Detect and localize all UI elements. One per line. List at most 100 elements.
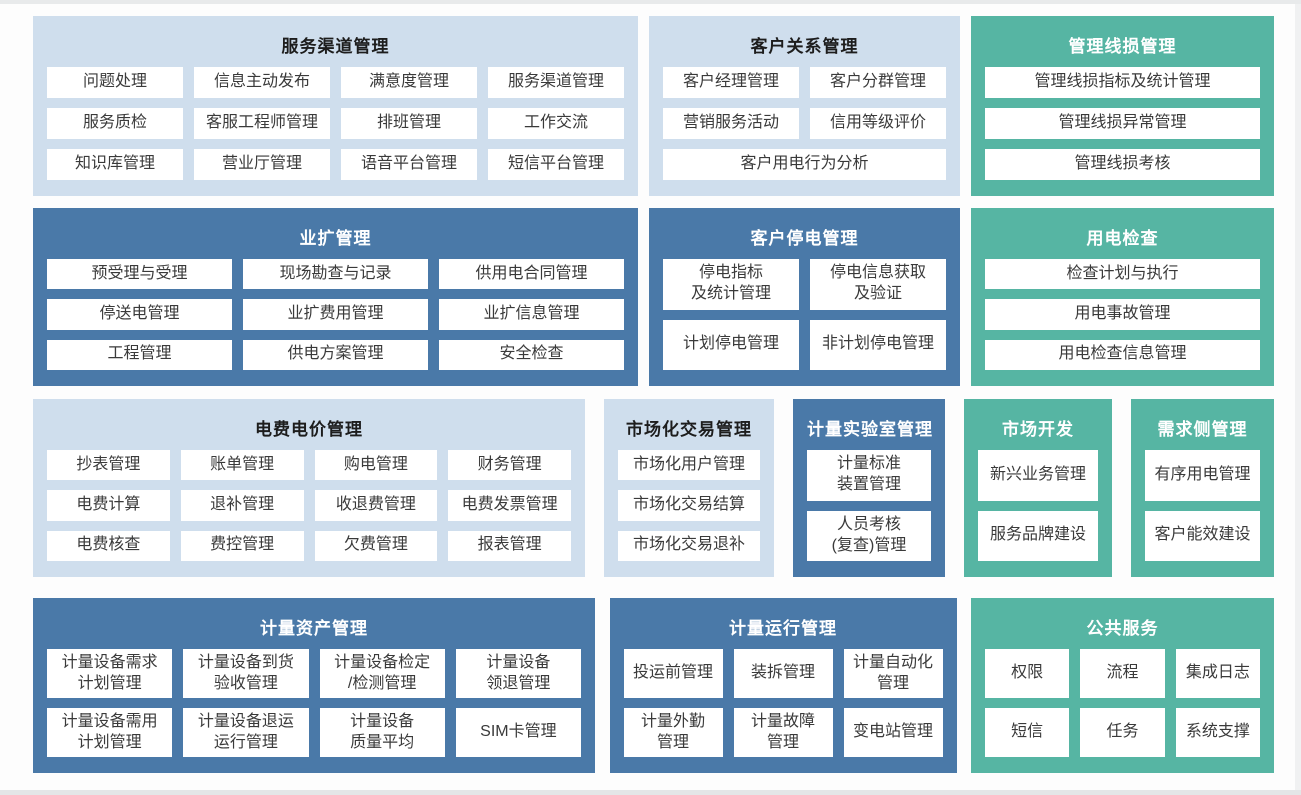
module-item: 客服工程师管理 [194, 108, 330, 139]
block-title: 市场开发 [1002, 420, 1074, 439]
module-item: 客户经理管理 [663, 67, 799, 98]
item-row: 停电指标 及统计管理停电信息获取 及验证 [663, 259, 946, 310]
module-item: 计量设备 领退管理 [455, 649, 581, 698]
module-item: 安全检查 [439, 339, 624, 370]
item-rows: 投运前管理装拆管理计量自动化 管理计量外勤 管理计量故障 管理变电站管理 [623, 649, 943, 757]
block-title: 服务渠道管理 [281, 37, 390, 56]
item-rows: 问题处理信息主动发布满意度管理服务渠道管理服务质检客服工程师管理排班管理工作交流… [47, 67, 624, 180]
item-row: 市场化交易结算 [618, 490, 760, 521]
module-item: 计量外勤 管理 [623, 708, 723, 757]
module-item: 工作交流 [488, 108, 624, 139]
module-item: 计量设备需用 计划管理 [47, 708, 173, 757]
module-item: 计量设备检定 /检测管理 [319, 649, 445, 698]
module-item: 电费核查 [47, 530, 170, 561]
module-item: 财务管理 [448, 450, 571, 481]
module-item: 抄表管理 [47, 450, 170, 481]
item-rows: 市场化用户管理市场化交易结算市场化交易退补 [618, 450, 760, 561]
module-item: 服务质检 [47, 108, 183, 139]
block-electricity-inspection: 用电检查检查计划与执行用电事故管理用电检查信息管理 [971, 208, 1274, 386]
module-item: 短信 [985, 708, 1070, 757]
module-item: 管理线损指标及统计管理 [985, 67, 1260, 98]
block-metering-lab-management: 计量实验室管理计量标准 装置管理人员考核 (复查)管理 [793, 399, 945, 577]
module-item: 营业厅管理 [194, 149, 330, 180]
block-title: 客户关系管理 [750, 37, 859, 56]
item-row: 计划停电管理非计划停电管理 [663, 319, 946, 370]
module-item: 计量设备到货 验收管理 [183, 649, 309, 698]
block-title: 计量实验室管理 [807, 420, 933, 439]
module-item: 系统支撑 [1175, 708, 1260, 757]
module-item: 费控管理 [180, 530, 304, 561]
block-metering-asset-management: 计量资产管理计量设备需求 计划管理计量设备到货 验收管理计量设备检定 /检测管理… [33, 598, 595, 773]
module-item: 用电检查信息管理 [985, 339, 1260, 370]
diagram-row-4: 计量资产管理计量设备需求 计划管理计量设备到货 验收管理计量设备检定 /检测管理… [33, 598, 1274, 773]
block-service-channel-management: 服务渠道管理问题处理信息主动发布满意度管理服务渠道管理服务质检客服工程师管理排班… [33, 16, 638, 196]
item-row: 检查计划与执行 [985, 259, 1260, 290]
module-item: 市场化交易退补 [618, 530, 760, 561]
module-item: 退补管理 [180, 490, 304, 521]
item-row: 新兴业务管理 [978, 450, 1098, 501]
module-item: 计量自动化 管理 [843, 649, 943, 698]
page-right-edge [1295, 4, 1301, 790]
item-rows: 抄表管理账单管理购电管理财务管理电费计算退补管理收退费管理电费发票管理电费核查费… [47, 450, 571, 561]
module-item: 计量设备退运 运行管理 [183, 708, 309, 757]
module-item: 排班管理 [341, 108, 477, 139]
module-item: 信息主动发布 [194, 67, 330, 98]
module-item: 新兴业务管理 [978, 450, 1098, 501]
diagram-row-3: 电费电价管理抄表管理账单管理购电管理财务管理电费计算退补管理收退费管理电费发票管… [33, 399, 1274, 577]
item-row: 客户经理管理客户分群管理 [663, 67, 946, 98]
module-item: 业扩费用管理 [243, 299, 428, 330]
module-item: 停电信息获取 及验证 [810, 259, 946, 310]
block-line-loss-management: 管理线损管理管理线损指标及统计管理管理线损异常管理管理线损考核 [971, 16, 1274, 196]
block-demand-side-management: 需求侧管理有序用电管理客户能效建设 [1131, 399, 1274, 577]
item-row: 市场化交易退补 [618, 530, 760, 561]
module-item: 投运前管理 [623, 649, 723, 698]
block-title: 计量资产管理 [260, 619, 368, 638]
item-rows: 停电指标 及统计管理停电信息获取 及验证计划停电管理非计划停电管理 [663, 259, 946, 370]
module-item: 工程管理 [47, 339, 232, 370]
diagram-row-1: 服务渠道管理问题处理信息主动发布满意度管理服务渠道管理服务质检客服工程师管理排班… [33, 16, 1274, 196]
module-item: 服务渠道管理 [488, 67, 624, 98]
module-item: 权限 [985, 649, 1070, 698]
item-rows: 新兴业务管理服务品牌建设 [978, 450, 1098, 561]
module-item: 知识库管理 [47, 149, 183, 180]
module-item: 业扩信息管理 [439, 299, 624, 330]
item-row: 管理线损异常管理 [985, 108, 1260, 139]
module-item: 客户能效建设 [1145, 510, 1260, 561]
module-item: 语音平台管理 [341, 149, 477, 180]
module-item: 变电站管理 [843, 708, 943, 757]
item-row: 电费核查费控管理欠费管理报表管理 [47, 530, 571, 561]
module-architecture-diagram: 服务渠道管理问题处理信息主动发布满意度管理服务渠道管理服务质检客服工程师管理排班… [33, 16, 1274, 773]
block-title: 电费电价管理 [255, 420, 363, 439]
item-row: 短信任务系统支撑 [985, 708, 1260, 757]
module-item: 满意度管理 [341, 67, 477, 98]
item-row: 客户能效建设 [1145, 510, 1260, 561]
module-item: 营销服务活动 [663, 108, 799, 139]
block-title: 管理线损管理 [1068, 37, 1177, 56]
item-row: 工程管理供电方案管理安全检查 [47, 339, 624, 370]
module-item: 购电管理 [314, 450, 438, 481]
block-title: 需求侧管理 [1157, 420, 1248, 439]
module-item: 现场勘查与记录 [243, 259, 428, 290]
module-item: 服务品牌建设 [978, 510, 1098, 561]
module-item: 报表管理 [448, 530, 571, 561]
module-item: 客户用电行为分析 [663, 149, 946, 180]
item-row: 用电检查信息管理 [985, 339, 1260, 370]
item-row: 服务品牌建设 [978, 510, 1098, 561]
item-row: 服务质检客服工程师管理排班管理工作交流 [47, 108, 624, 139]
item-rows: 计量标准 装置管理人员考核 (复查)管理 [807, 450, 931, 561]
module-item: 计划停电管理 [663, 319, 799, 370]
block-title: 客户停电管理 [750, 229, 859, 248]
block-billing-pricing-management: 电费电价管理抄表管理账单管理购电管理财务管理电费计算退补管理收退费管理电费发票管… [33, 399, 585, 577]
module-item: 计量故障 管理 [733, 708, 833, 757]
module-item: 用电事故管理 [985, 299, 1260, 330]
item-row: 问题处理信息主动发布满意度管理服务渠道管理 [47, 67, 624, 98]
block-title: 计量运行管理 [729, 619, 837, 638]
module-item: 流程 [1080, 649, 1165, 698]
module-item: 供用电合同管理 [439, 259, 624, 290]
module-item: 市场化交易结算 [618, 490, 760, 521]
block-market-development: 市场开发新兴业务管理服务品牌建设 [964, 399, 1112, 577]
item-row: 有序用电管理 [1145, 450, 1260, 501]
block-public-services: 公共服务权限流程集成日志短信任务系统支撑 [971, 598, 1274, 773]
block-title: 市场化交易管理 [626, 420, 752, 439]
item-row: 管理线损指标及统计管理 [985, 67, 1260, 98]
